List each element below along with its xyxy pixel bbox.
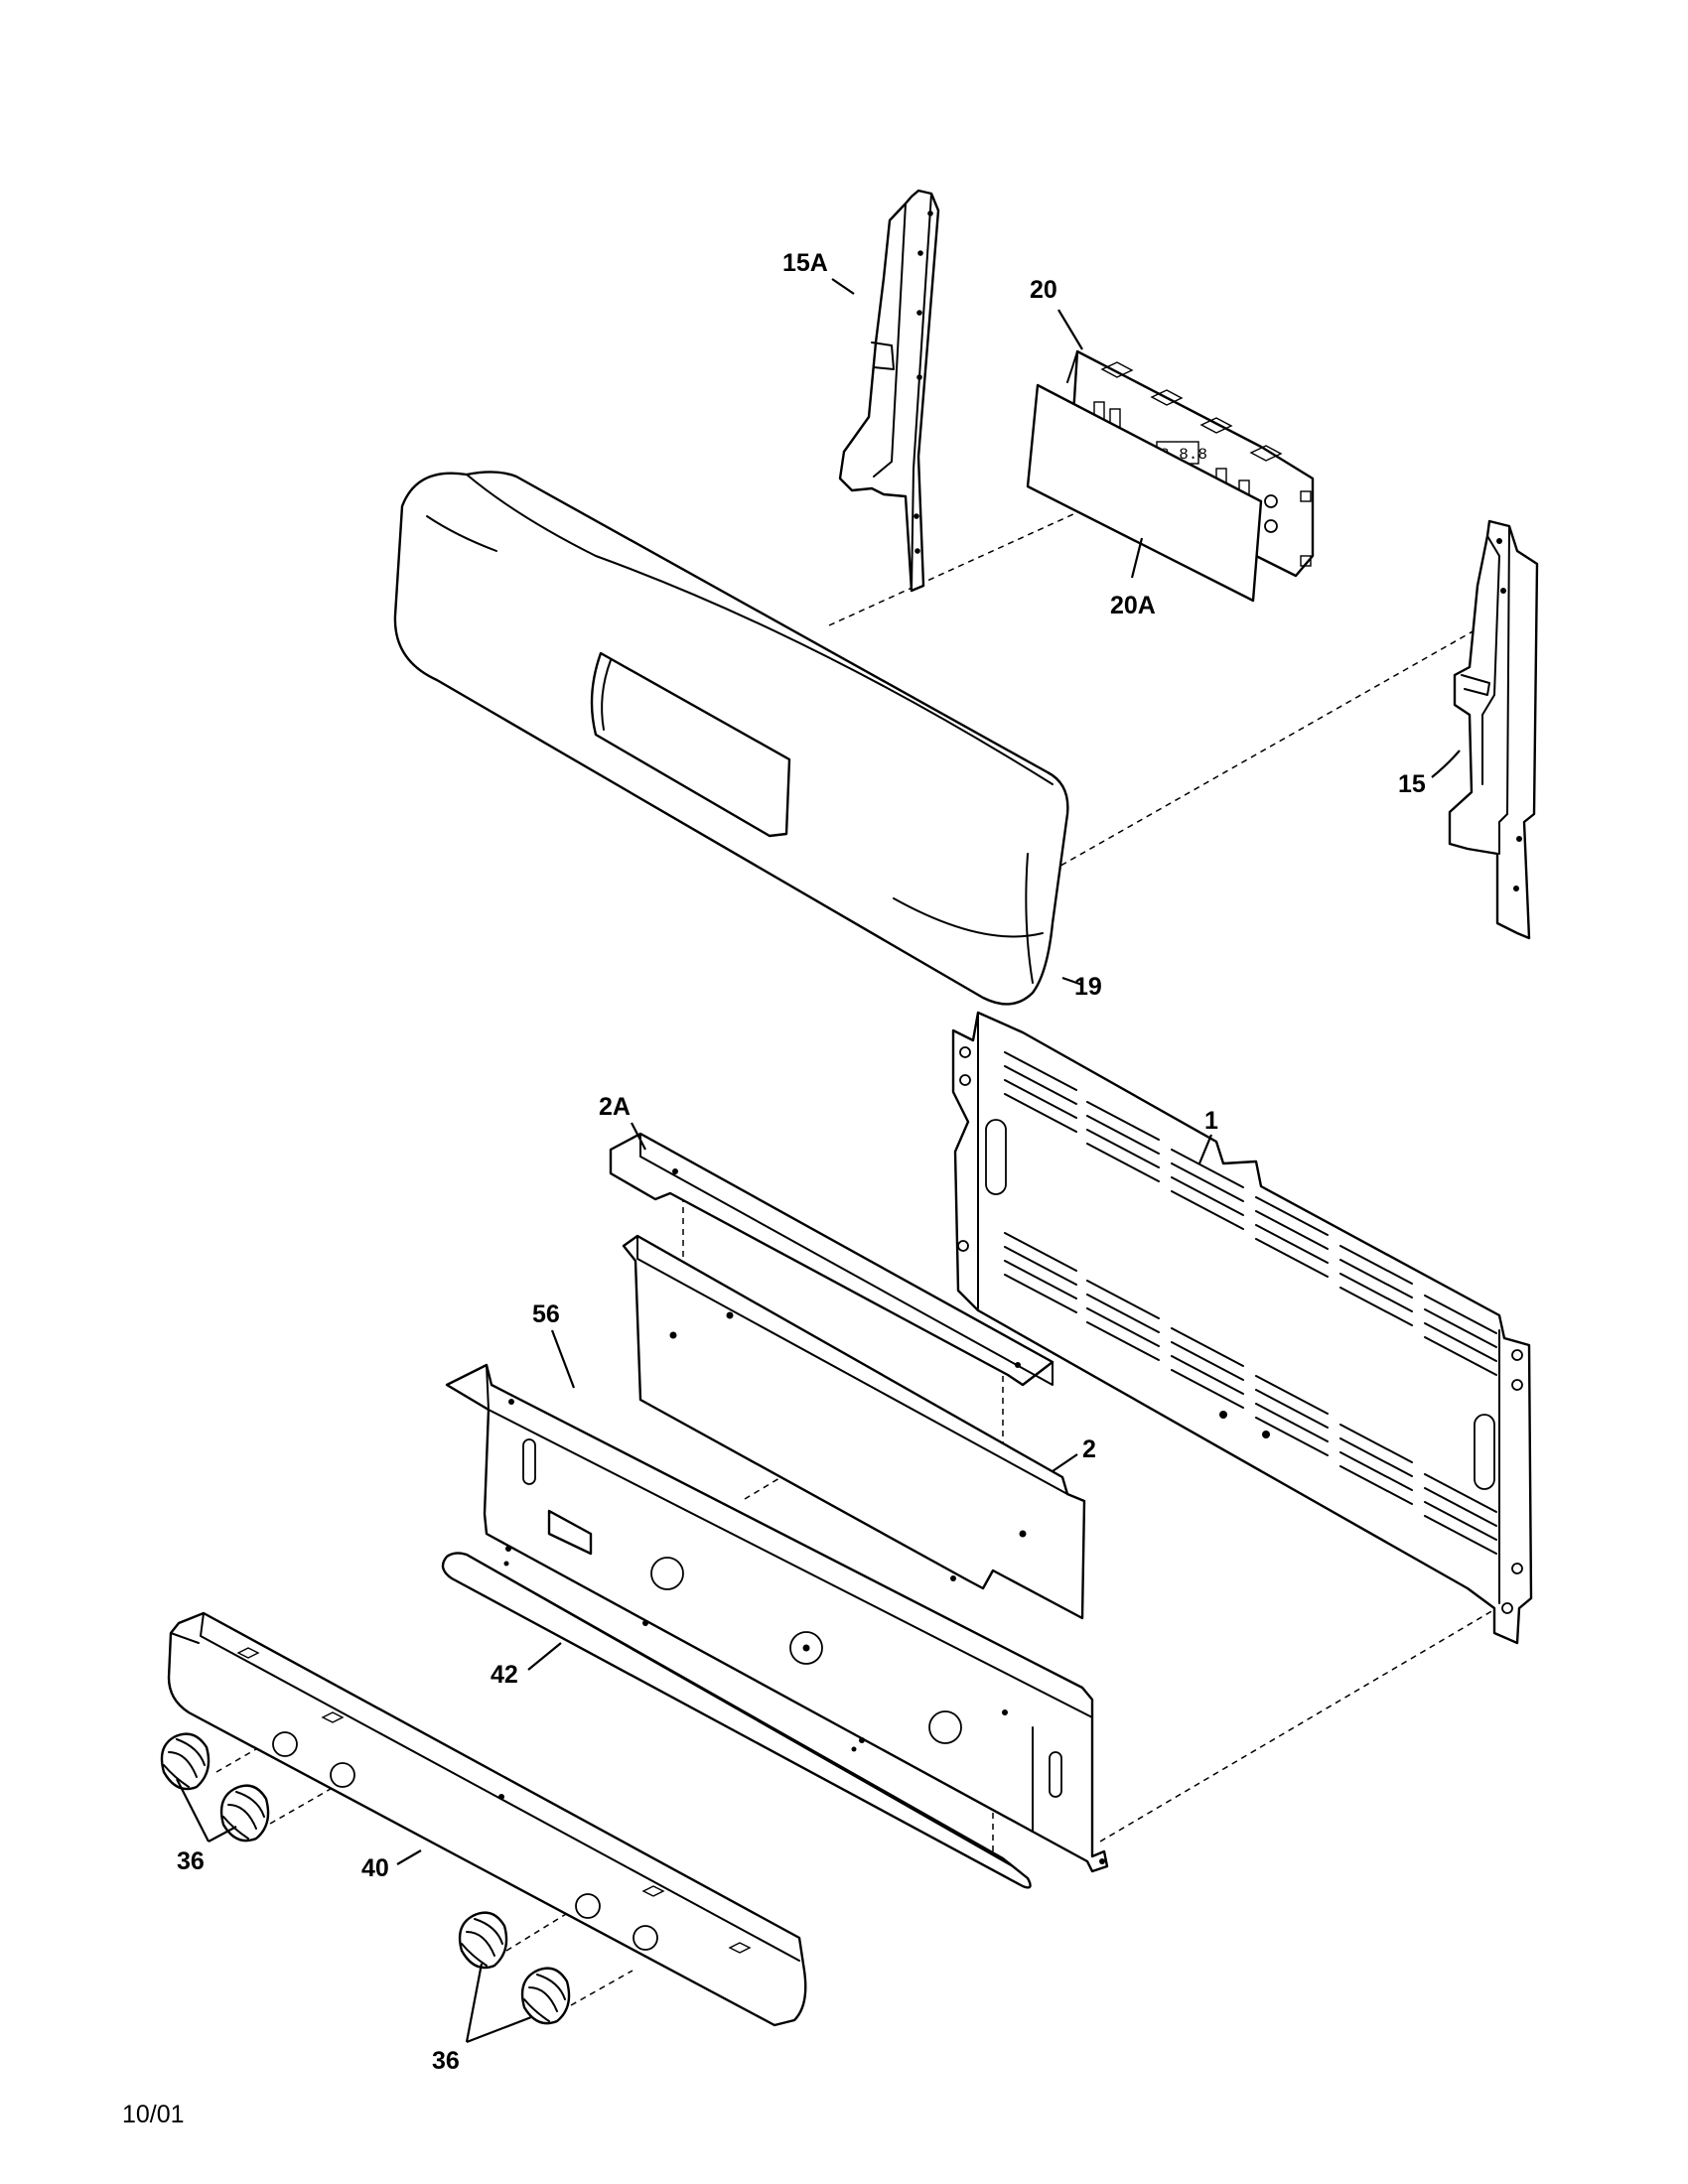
callout-56: 56: [532, 1300, 560, 1328]
panel-2: [622, 1234, 1086, 1620]
bracket-15: [1448, 519, 1539, 940]
knob-36-1: [160, 1732, 211, 1791]
callout-1: 1: [1204, 1107, 1218, 1135]
callout-20a: 20A: [1110, 592, 1156, 619]
date-code: 10/01: [122, 2101, 185, 2128]
callout-2: 2: [1082, 1435, 1096, 1463]
console-19: [393, 471, 1069, 1006]
control-panel-40: [167, 1611, 807, 2027]
vent-slots: [1004, 1051, 1497, 1555]
callout-19: 19: [1074, 973, 1102, 1001]
knob-36-2: [219, 1784, 270, 1843]
knob-36-3: [458, 1911, 508, 1970]
trim-strip-42: [441, 1552, 1032, 1889]
shield-2a: [609, 1132, 1055, 1387]
callout-40: 40: [361, 1854, 389, 1882]
back-panel-1: [951, 1011, 1533, 1645]
callout-15a: 15A: [782, 249, 828, 277]
knob-36-4: [520, 1967, 571, 2025]
callout-2a: 2A: [599, 1093, 631, 1121]
leader-lines: [176, 278, 1461, 2044]
manifold-panel-56: [445, 1363, 1109, 1873]
overlay-20a: [1026, 383, 1263, 603]
callout-36-bottom: 36: [432, 2047, 460, 2075]
callouts: 15A 20 20A 15 19 1 2A 56 2 42 40 36 36: [177, 249, 1426, 2075]
callout-42: 42: [491, 1661, 518, 1689]
callout-36-left: 36: [177, 1847, 205, 1875]
callout-15: 15: [1398, 770, 1426, 798]
callout-20: 20: [1030, 276, 1057, 304]
bracket-15a: [838, 189, 940, 593]
